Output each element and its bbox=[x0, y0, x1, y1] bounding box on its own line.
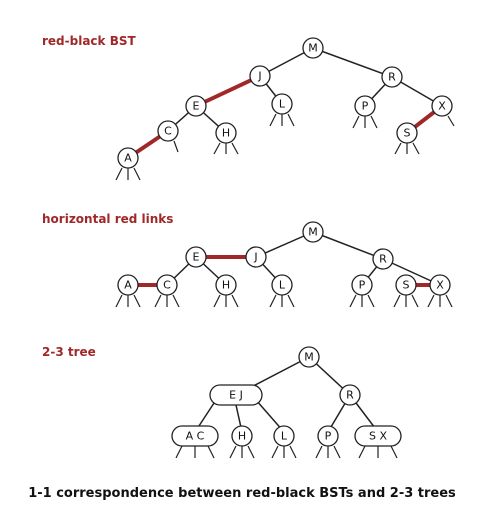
svg-text:C: C bbox=[164, 125, 172, 138]
svg-text:A: A bbox=[124, 279, 132, 292]
svg-text:M: M bbox=[304, 351, 314, 364]
rb-node-H: H bbox=[215, 122, 237, 144]
hz-node-X: X bbox=[429, 274, 451, 296]
figure-caption: 1-1 correspondence between red-black BST… bbox=[28, 486, 456, 501]
svg-text:L: L bbox=[279, 279, 286, 292]
stubs-L bbox=[269, 113, 295, 127]
svg-text:S: S bbox=[404, 127, 411, 140]
svg-text:R: R bbox=[388, 71, 396, 84]
rb-node-P: P bbox=[354, 95, 376, 117]
hz-node-P: P bbox=[351, 274, 373, 296]
stubs-AC bbox=[175, 445, 215, 459]
stubs-P bbox=[349, 294, 375, 308]
stubs-C bbox=[173, 140, 179, 153]
link-M-R bbox=[312, 47, 393, 78]
svg-text:L: L bbox=[279, 98, 286, 111]
hz-node-M: M bbox=[302, 221, 324, 243]
svg-text:E J: E J bbox=[229, 389, 243, 402]
red-black-bst-tree: M J R E L P X C H S A bbox=[115, 37, 455, 181]
stubs-A bbox=[115, 294, 141, 308]
stubs-P bbox=[315, 445, 341, 459]
tt-node-H: H bbox=[231, 425, 253, 447]
svg-text:H: H bbox=[222, 127, 230, 140]
svg-text:H: H bbox=[222, 279, 230, 292]
rb-node-A: A bbox=[117, 147, 139, 169]
svg-text:P: P bbox=[325, 430, 332, 443]
hz-node-A: A bbox=[117, 274, 139, 296]
svg-text:C: C bbox=[163, 279, 171, 292]
svg-text:E: E bbox=[193, 251, 200, 264]
svg-text:H: H bbox=[238, 430, 246, 443]
tt-node-AC: A C bbox=[171, 425, 219, 447]
svg-text:R: R bbox=[346, 389, 354, 402]
rb-node-C: C bbox=[157, 120, 179, 142]
tt-node-L: L bbox=[273, 425, 295, 447]
svg-text:A: A bbox=[124, 152, 132, 165]
tt-node-M: M bbox=[298, 346, 320, 368]
tt-node-R: R bbox=[339, 384, 361, 406]
hz-node-J: J bbox=[245, 246, 267, 268]
stubs-S bbox=[394, 142, 420, 155]
svg-text:J: J bbox=[257, 70, 261, 83]
stubs-H bbox=[229, 445, 255, 459]
svg-text:L: L bbox=[281, 430, 288, 443]
hz-node-C: C bbox=[156, 274, 178, 296]
hz-node-R: R bbox=[372, 248, 394, 270]
stubs-H bbox=[213, 142, 239, 155]
horizontal-red-links-tree: M E J R A C H L P S X bbox=[115, 221, 453, 308]
svg-text:X: X bbox=[438, 100, 446, 113]
svg-text:S: S bbox=[403, 279, 410, 292]
tree-diagram: M J R E L P X C H S A M E J R A C H bbox=[115, 37, 455, 459]
rb-node-E: E bbox=[185, 95, 207, 117]
svg-text:J: J bbox=[253, 251, 257, 264]
rb-node-L: L bbox=[271, 93, 293, 115]
tt-node-SX: S X bbox=[354, 425, 402, 447]
svg-text:S X: S X bbox=[369, 430, 387, 443]
link-M-R bbox=[312, 231, 384, 260]
svg-text:M: M bbox=[308, 226, 318, 239]
stubs-L bbox=[271, 445, 297, 459]
hz-node-L: L bbox=[271, 274, 293, 296]
hz-node-H: H bbox=[215, 274, 237, 296]
stubs-X bbox=[447, 115, 455, 127]
title-2-3-tree: 2-3 tree bbox=[42, 345, 96, 359]
stubs-L bbox=[269, 294, 295, 308]
title-red-black-bst: red-black BST bbox=[42, 34, 136, 48]
stubs-C bbox=[154, 294, 180, 308]
svg-text:A C: A C bbox=[186, 430, 205, 443]
stubs-A bbox=[115, 167, 141, 181]
stubs-S bbox=[393, 294, 419, 308]
title-horizontal-red-links: horizontal red links bbox=[42, 212, 174, 226]
svg-text:M: M bbox=[308, 42, 318, 55]
svg-text:P: P bbox=[359, 279, 366, 292]
stubs-X bbox=[427, 294, 453, 308]
stubs-SX bbox=[358, 445, 398, 459]
stubs-P bbox=[352, 115, 378, 129]
rb-node-M: M bbox=[302, 37, 324, 59]
svg-text:R: R bbox=[379, 253, 387, 266]
rb-node-S: S bbox=[396, 122, 418, 144]
tt-node-EJ: E J bbox=[209, 384, 263, 406]
tt-node-P: P bbox=[317, 425, 339, 447]
two-three-tree: M E J R A C H L P S X bbox=[171, 346, 402, 459]
hz-node-S: S bbox=[395, 274, 417, 296]
svg-text:X: X bbox=[436, 279, 444, 292]
svg-text:P: P bbox=[362, 100, 369, 113]
hz-node-E: E bbox=[185, 246, 207, 268]
rb-node-X: X bbox=[431, 95, 453, 117]
stubs-H bbox=[213, 294, 239, 308]
red-link-J-E bbox=[195, 74, 261, 108]
rb-node-R: R bbox=[381, 66, 403, 88]
rb-node-J: J bbox=[249, 65, 271, 87]
svg-text:E: E bbox=[193, 100, 200, 113]
